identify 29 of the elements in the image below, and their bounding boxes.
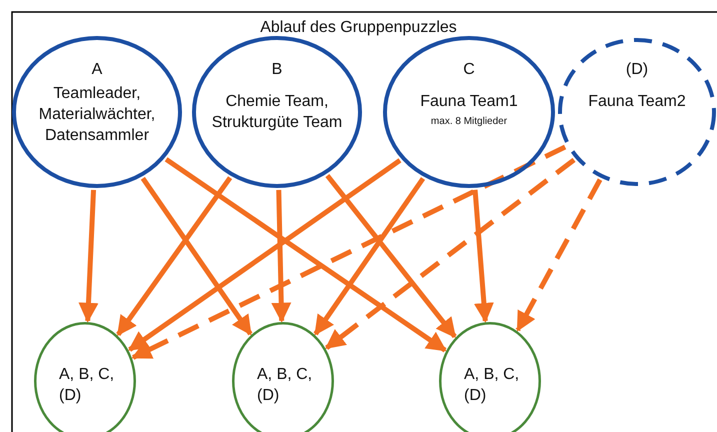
team-letter: A <box>90 60 104 80</box>
team-text: Teamleader, Materialwächter, Datensammler <box>38 84 156 146</box>
arrow <box>314 177 426 336</box>
group-text: A, B, C, (D) <box>463 365 520 406</box>
arrow <box>116 176 232 336</box>
note-text: max. 8 Mitglieder <box>430 115 508 128</box>
arrow <box>325 158 576 350</box>
arrow <box>472 190 494 323</box>
team-text: Fauna Team2 <box>587 92 687 112</box>
arrow <box>325 174 457 338</box>
arrow <box>140 176 252 336</box>
group-text: A, B, C, (D) <box>256 365 314 406</box>
team-ellipse <box>12 36 182 188</box>
arrow <box>128 158 402 352</box>
team-ellipse <box>192 36 362 188</box>
team-letter: (D) <box>624 60 650 80</box>
diagram-title: Ablauf des Gruppenpuzzles <box>259 19 458 37</box>
team-ellipse <box>558 38 716 186</box>
group-text: A, B, C, (D) <box>58 365 116 406</box>
team-letter: C <box>462 60 476 80</box>
arrow <box>271 190 292 323</box>
arrow <box>516 178 602 332</box>
team-ellipse <box>383 36 555 188</box>
arrow <box>78 190 98 323</box>
team-text: Fauna Team1 <box>419 92 519 112</box>
arrow <box>131 144 566 360</box>
team-letter: B <box>270 60 284 80</box>
arrow <box>164 157 447 352</box>
team-text: Chemie Team, Strukturgüte Team <box>210 92 344 133</box>
